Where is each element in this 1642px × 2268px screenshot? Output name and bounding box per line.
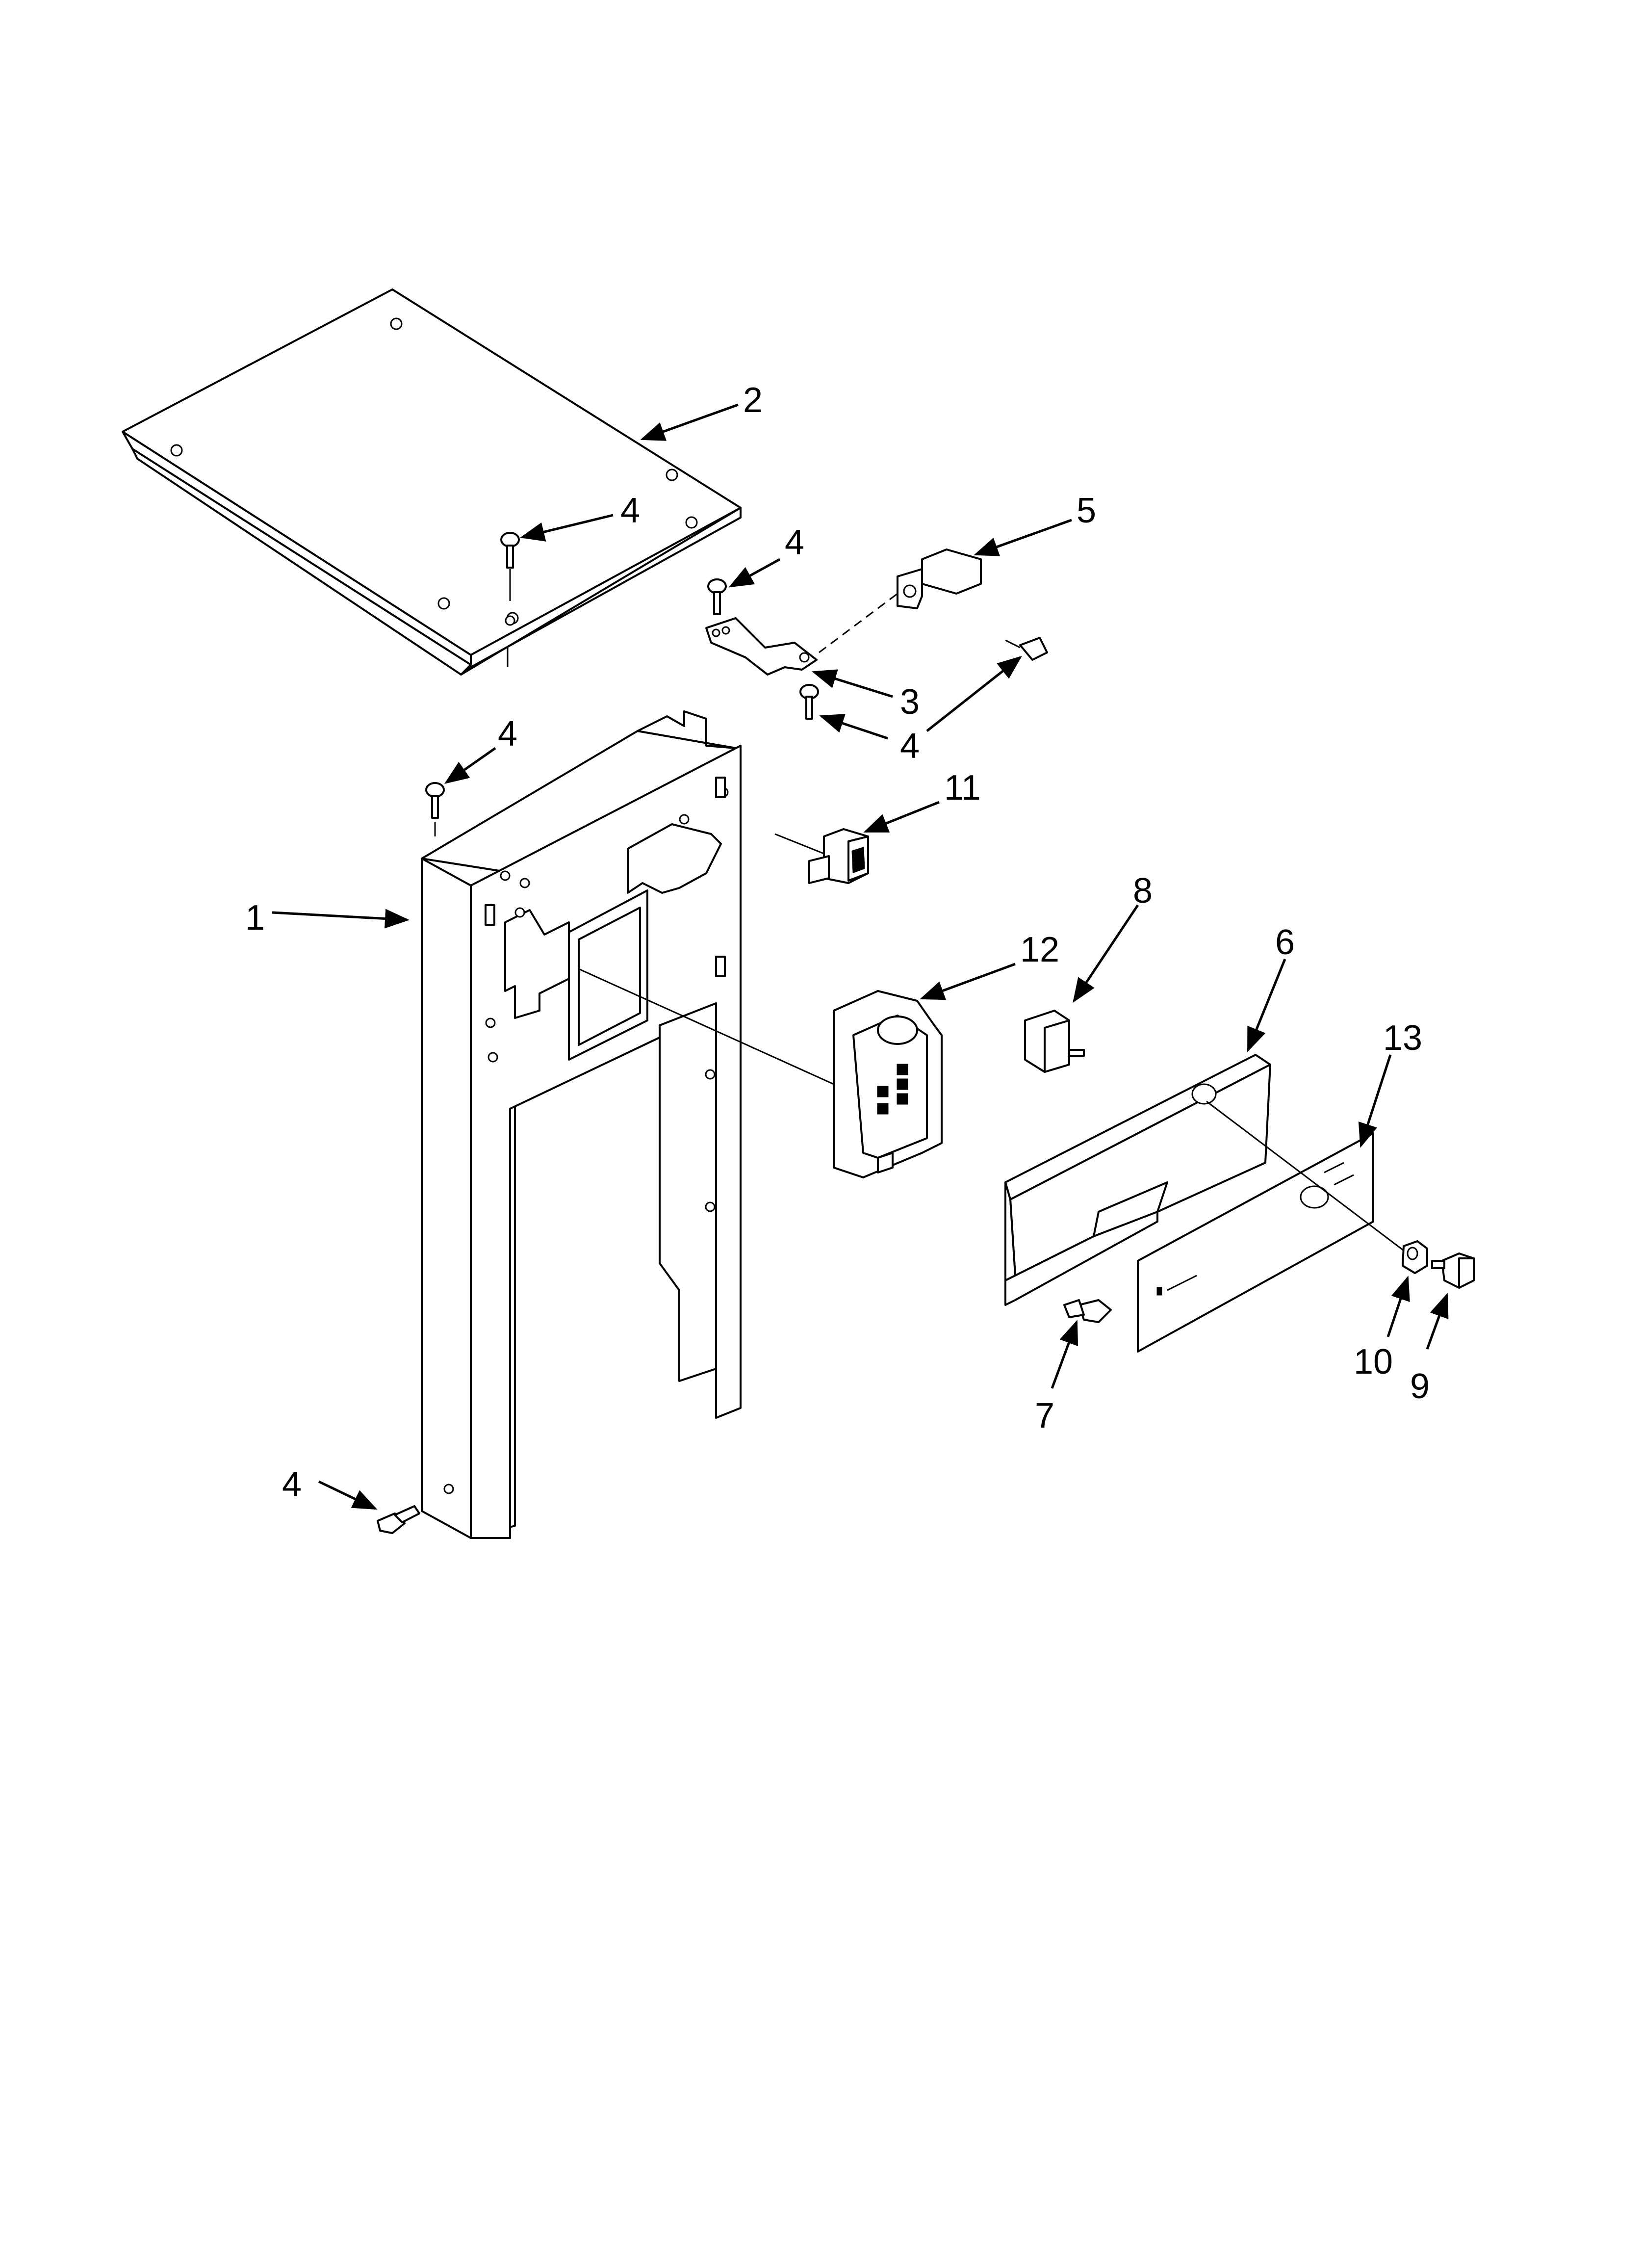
screw-bracket-lower xyxy=(799,684,819,720)
screw-block xyxy=(1005,637,1048,661)
callout-8: 8 xyxy=(1133,871,1153,911)
screw-bracket xyxy=(707,578,727,615)
callout-7: 7 xyxy=(1035,1396,1054,1435)
side-frame xyxy=(421,710,742,1539)
knob-switch xyxy=(1024,1010,1085,1073)
callout-5: 5 xyxy=(1077,491,1096,530)
screw-top-panel xyxy=(500,532,520,626)
callout-11: 11 xyxy=(944,768,981,808)
callout-1: 1 xyxy=(245,898,265,938)
callout-4-block: 4 xyxy=(900,727,920,766)
nut xyxy=(1402,1240,1428,1274)
knob xyxy=(1431,1252,1475,1289)
screw-panel xyxy=(1063,1299,1112,1323)
callout-6: 6 xyxy=(1275,923,1295,962)
callout-leaders xyxy=(272,403,1449,1510)
callout-10: 10 xyxy=(1354,1342,1393,1382)
callout-9: 9 xyxy=(1410,1367,1430,1406)
top-panel xyxy=(122,288,742,676)
control-panel xyxy=(1004,1054,1271,1306)
callout-4-frame-top: 4 xyxy=(498,714,517,754)
bracket xyxy=(705,617,818,676)
callout-12: 12 xyxy=(1020,930,1059,969)
screw-frame-bottom xyxy=(377,1505,420,1534)
switch-housing xyxy=(833,990,943,1178)
callout-3: 3 xyxy=(900,682,920,722)
overlay-panel xyxy=(1137,1100,1408,1353)
callout-4-bracket: 4 xyxy=(785,523,804,562)
rocker-switch xyxy=(774,828,869,884)
screw-frame-top xyxy=(425,782,445,836)
connector-block xyxy=(819,548,982,653)
callout-13: 13 xyxy=(1383,1018,1422,1058)
housing-leader xyxy=(578,968,834,1085)
callout-2: 2 xyxy=(743,381,763,420)
callout-4-frame-bottom: 4 xyxy=(282,1465,302,1504)
callout-4-top-panel: 4 xyxy=(620,491,640,530)
